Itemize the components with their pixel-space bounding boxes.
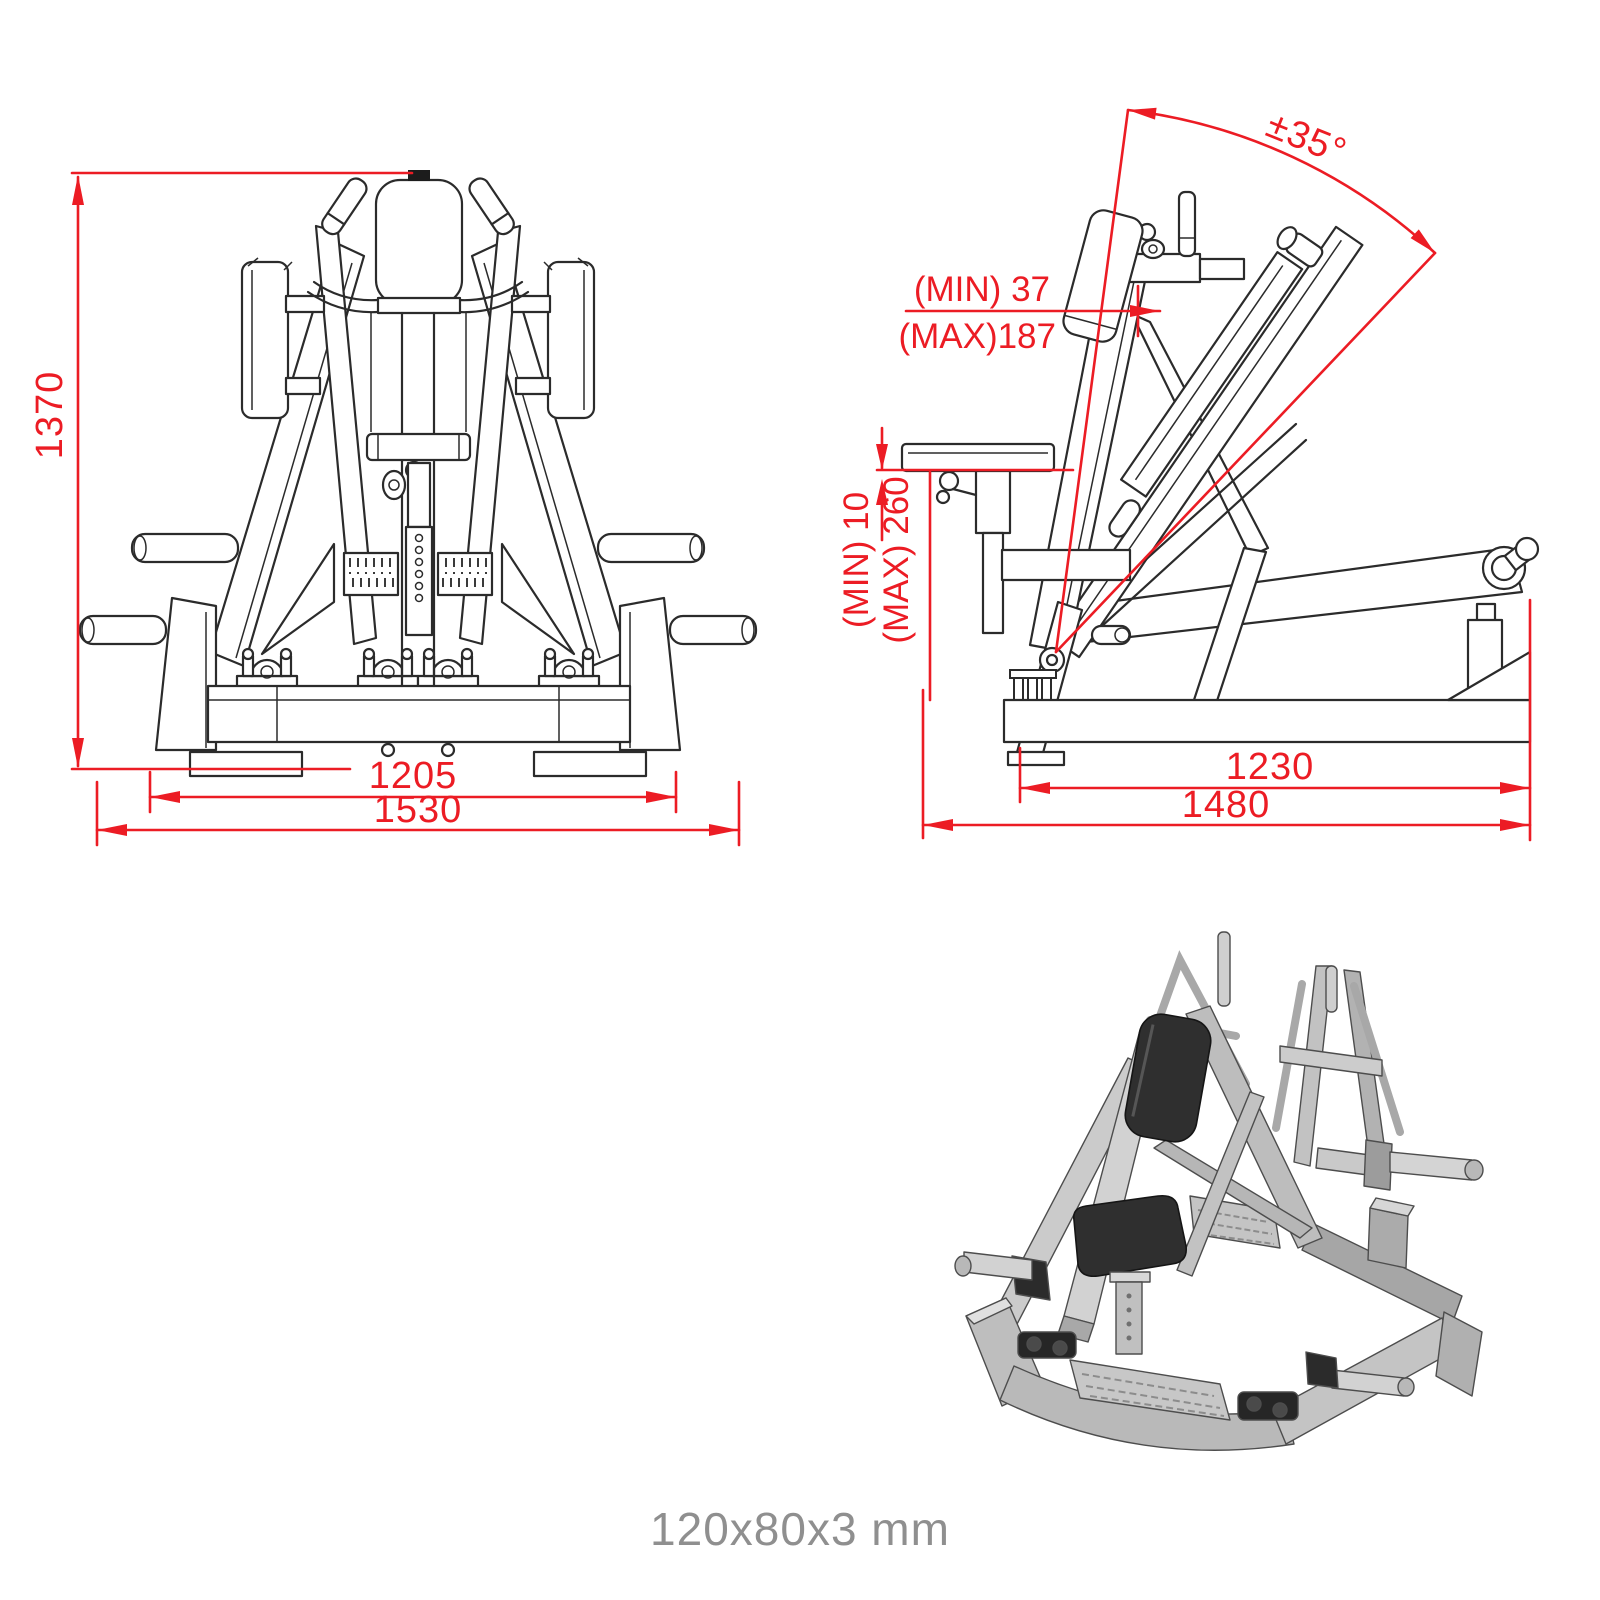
front-view-drawing: 1370 1205 1530 — [29, 170, 758, 847]
handle-min-dim: (MIN) 37 — [914, 270, 1050, 309]
inner-depth-dim: 1230 — [1226, 746, 1315, 788]
tube-spec-caption: 120x80x3 mm — [650, 1503, 950, 1555]
seat-max-dim: (MAX) 260 — [877, 476, 916, 643]
overall-depth-dim: 1480 — [1182, 784, 1271, 826]
front-dimensions: 1370 1205 1530 — [29, 171, 741, 847]
side-dimensions: ±35° (MIN) 37 (MAX)187 (MIN) 10 (MAX) 26… — [837, 104, 1532, 842]
side-view-drawing: ±35° (MIN) 37 (MAX)187 (MIN) 10 (MAX) 26… — [837, 104, 1540, 842]
handle-max-dim: (MAX)187 — [898, 317, 1056, 356]
front-height-dim: 1370 — [29, 371, 71, 460]
seat-min-dim: (MIN) 10 — [837, 492, 876, 628]
front-inner-width-dim: 1205 — [369, 755, 458, 797]
isometric-3d-view — [954, 931, 1484, 1451]
front-overall-width-dim: 1530 — [374, 789, 463, 831]
